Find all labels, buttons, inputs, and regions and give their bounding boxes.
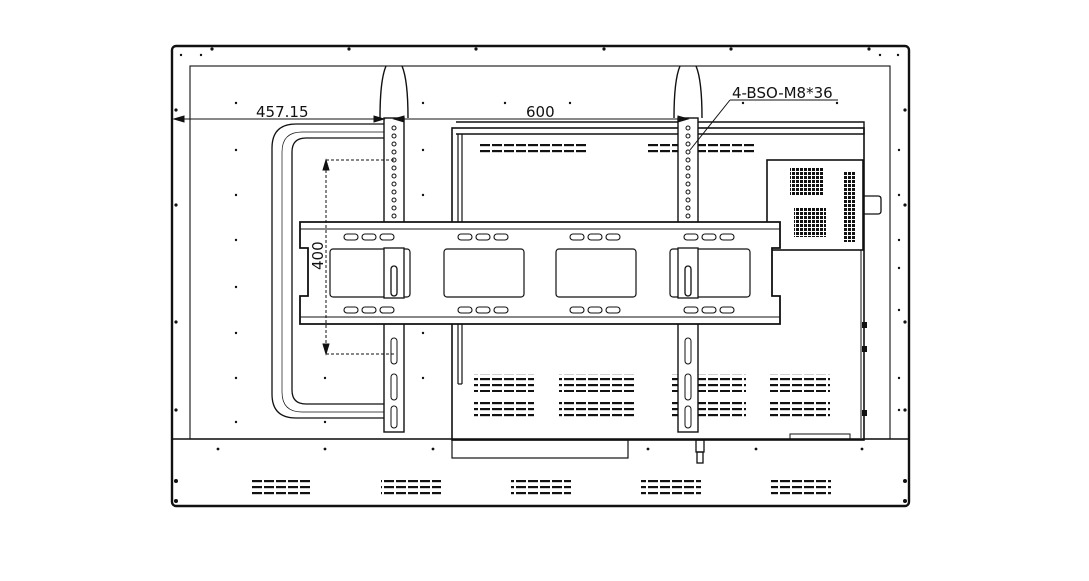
callout-leader (689, 99, 838, 151)
dimension-vertical-spacing (322, 158, 394, 356)
cable-connector (695, 439, 705, 464)
io-module-box (766, 159, 882, 440)
dimension-horizontal-spacing (392, 115, 690, 123)
upper-vent-slots (478, 142, 754, 156)
lower-vent-slots (474, 374, 830, 420)
tv-outer-frame (170, 44, 911, 508)
dimension-vertical-spacing-label: 400 (309, 241, 327, 270)
horizontal-mount-bracket (299, 221, 781, 325)
dimension-left-offset-label: 457.15 (256, 103, 309, 121)
dimension-left-offset (172, 115, 386, 123)
callout-label: 4-BSO-M8*36 (732, 84, 833, 102)
rail-holes (390, 125, 692, 429)
left-handle (271, 123, 392, 419)
dimension-horizontal-spacing-label: 600 (526, 103, 555, 121)
bottom-vent-slots (251, 478, 831, 496)
frame-screw-dots (174, 47, 907, 503)
